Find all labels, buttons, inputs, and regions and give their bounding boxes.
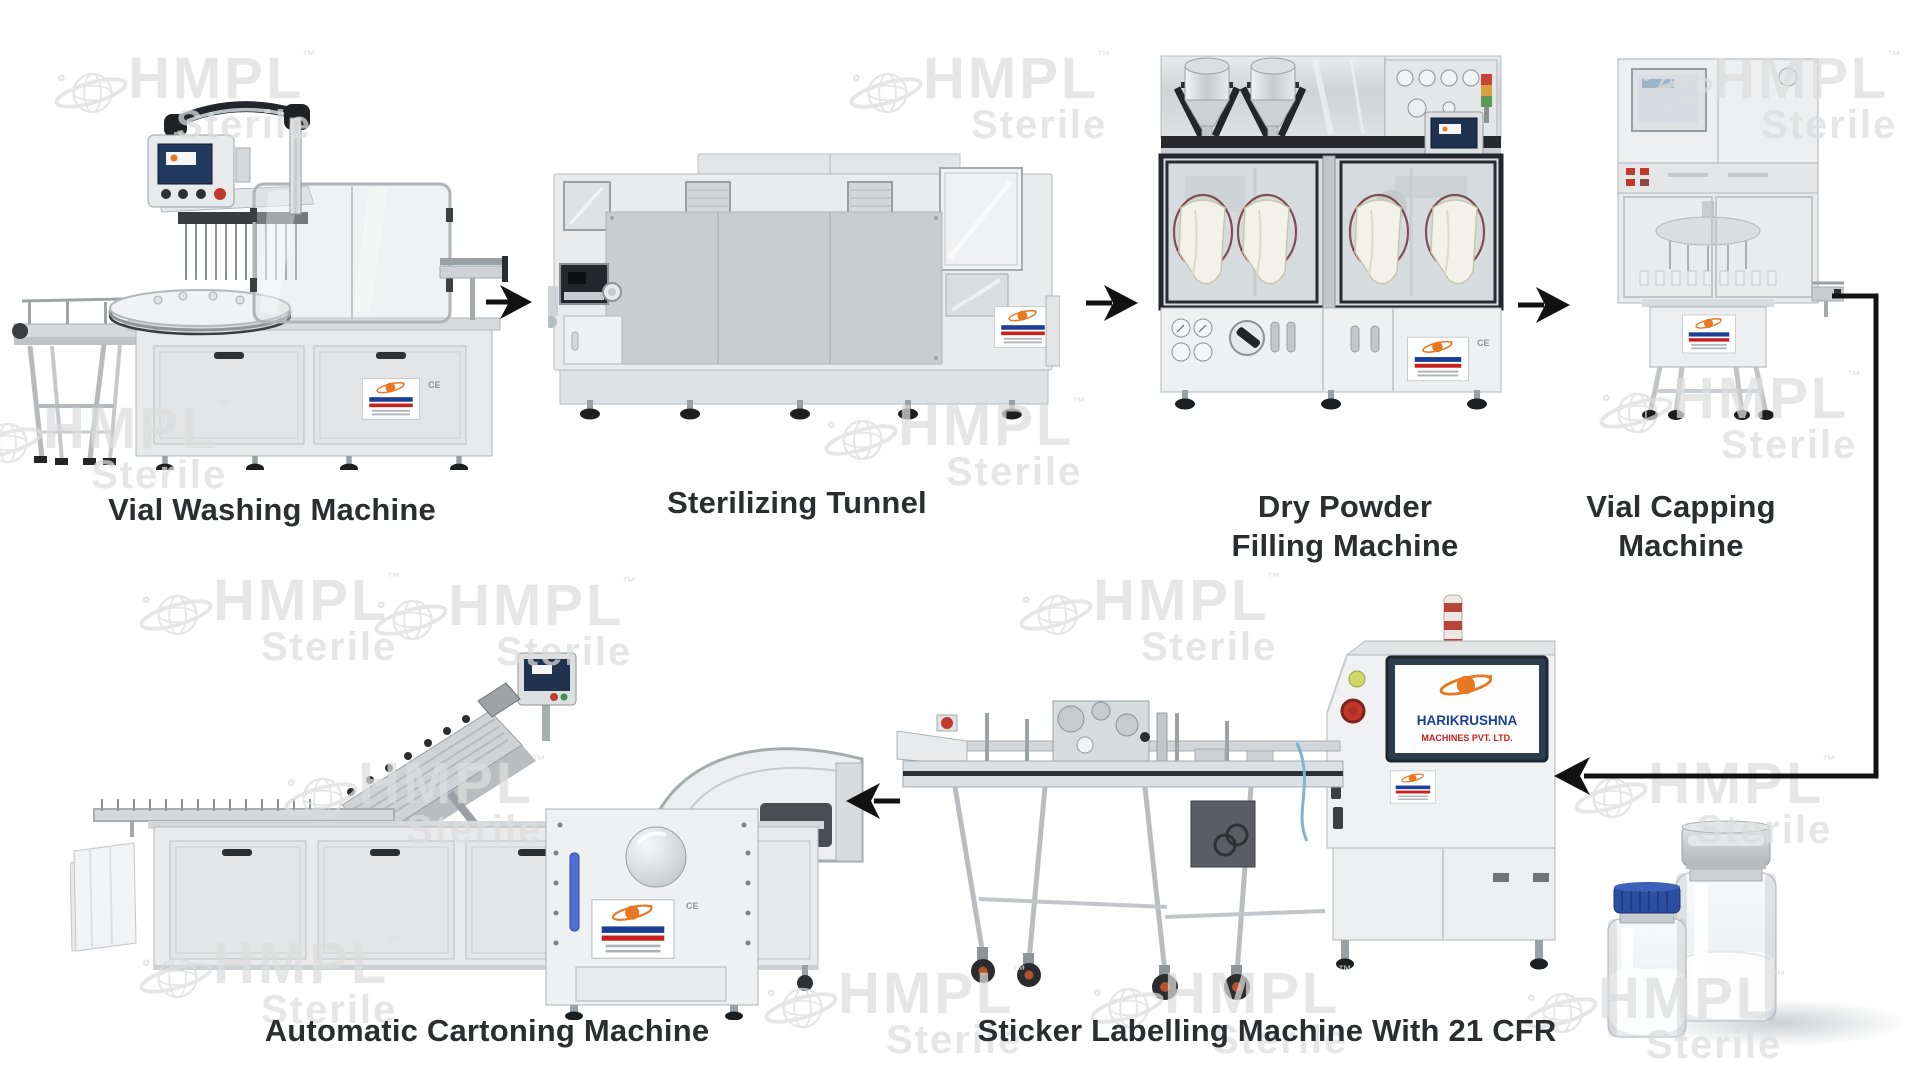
label-vial-capping: Vial Capping Machine [1586, 489, 1776, 564]
ce-mark: CE [686, 901, 699, 911]
ce-mark: CE [1477, 338, 1490, 348]
powder-vials-image [1607, 820, 1910, 1047]
large-vial [1675, 820, 1777, 1022]
watermark-tm: ™ [302, 47, 316, 63]
watermark-sub: Sterile [946, 450, 1083, 494]
cabinet-doors [169, 840, 603, 960]
small-vial [1607, 882, 1687, 1038]
arrow-tunnel-to-filling [1086, 285, 1138, 321]
watermark-brand: HMPL [923, 46, 1100, 111]
label-text: Dry Powder [1257, 489, 1433, 524]
brand-sub: MACHINES PVT. LTD. [1421, 733, 1512, 743]
label-labelling: Sticker Labelling Machine With 21 CFR [977, 1013, 1556, 1049]
stand-legs [952, 786, 1326, 1000]
watermark-tm: ™ [1097, 47, 1111, 63]
label-text: Sticker Labelling Machine With 21 CFR [977, 1013, 1557, 1048]
center-pedestal: CE [545, 808, 759, 1020]
labelling-conveyor [896, 700, 1344, 842]
watermark-tm: ™ [1267, 569, 1281, 585]
control-tower: HARIKRUSHNA MACHINES PVT. LTD. [1326, 594, 1556, 970]
watermark-tm: ™ [622, 574, 636, 590]
watermark-tm: ™ [1847, 367, 1861, 383]
sterilizing-tunnel-image [548, 153, 1060, 420]
label-sterilizing-tunnel: Sterilizing Tunnel [667, 485, 927, 521]
sticker-labelling-machine-image: HARIKRUSHNA MACHINES PVT. LTD. [896, 594, 1556, 1000]
outfeed-table [12, 297, 139, 465]
label-text: Vial Capping [1586, 489, 1776, 524]
label-dry-powder-filling: Dry Powder Filling Machine [1232, 489, 1459, 564]
gauges [1171, 318, 1213, 362]
brand-plate [362, 379, 419, 420]
hmpl-globe-icon [845, 61, 927, 125]
label-cartoning: Automatic Cartoning Machine [265, 1013, 710, 1049]
powder-hopper [1173, 57, 1241, 161]
brand-plate [1390, 771, 1435, 803]
rotary-table [108, 289, 292, 336]
label-text: Sterilizing Tunnel [667, 485, 927, 520]
label-text: Filling Machine [1231, 528, 1459, 563]
watermark-tm: ™ [1072, 394, 1086, 410]
brand-name: HARIKRUSHNA [1417, 713, 1518, 728]
label-text: Vial Washing Machine [108, 492, 436, 527]
brand-plate [994, 307, 1051, 348]
brand-plate [592, 900, 674, 959]
dry-powder-filling-machine-image: CE [1158, 55, 1504, 410]
hmi-panel [1424, 111, 1484, 167]
arrow-filling-to-capping [1518, 287, 1570, 323]
brand-plate [1407, 337, 1468, 381]
brand-plate [1682, 315, 1735, 353]
watermark-tm: ™ [1887, 47, 1901, 63]
vial-capping-machine-image [1617, 58, 1844, 420]
watermark-tm: ™ [387, 569, 401, 585]
ce-mark: CE [428, 380, 441, 390]
watermark-tm: ™ [1822, 752, 1836, 768]
hmi-panel [517, 652, 577, 741]
vial-row [1639, 270, 1777, 286]
label-text: Machine [1618, 528, 1744, 563]
hmi-panel [147, 132, 251, 208]
isolator-gloves [1172, 193, 1486, 285]
vial-washing-machine-image: CE [12, 101, 508, 470]
label-vial-washing: Vial Washing Machine [108, 492, 436, 528]
automatic-cartoning-machine-image: CE [70, 652, 864, 1020]
powder-hopper [1239, 57, 1307, 161]
watermark-brand: HMPL [1648, 751, 1825, 816]
watermark-sub: Sterile [1721, 423, 1858, 467]
wash-nozzles [185, 224, 297, 280]
watermark-sub: Sterile [971, 103, 1108, 147]
label-text: Automatic Cartoning Machine [264, 1013, 710, 1048]
